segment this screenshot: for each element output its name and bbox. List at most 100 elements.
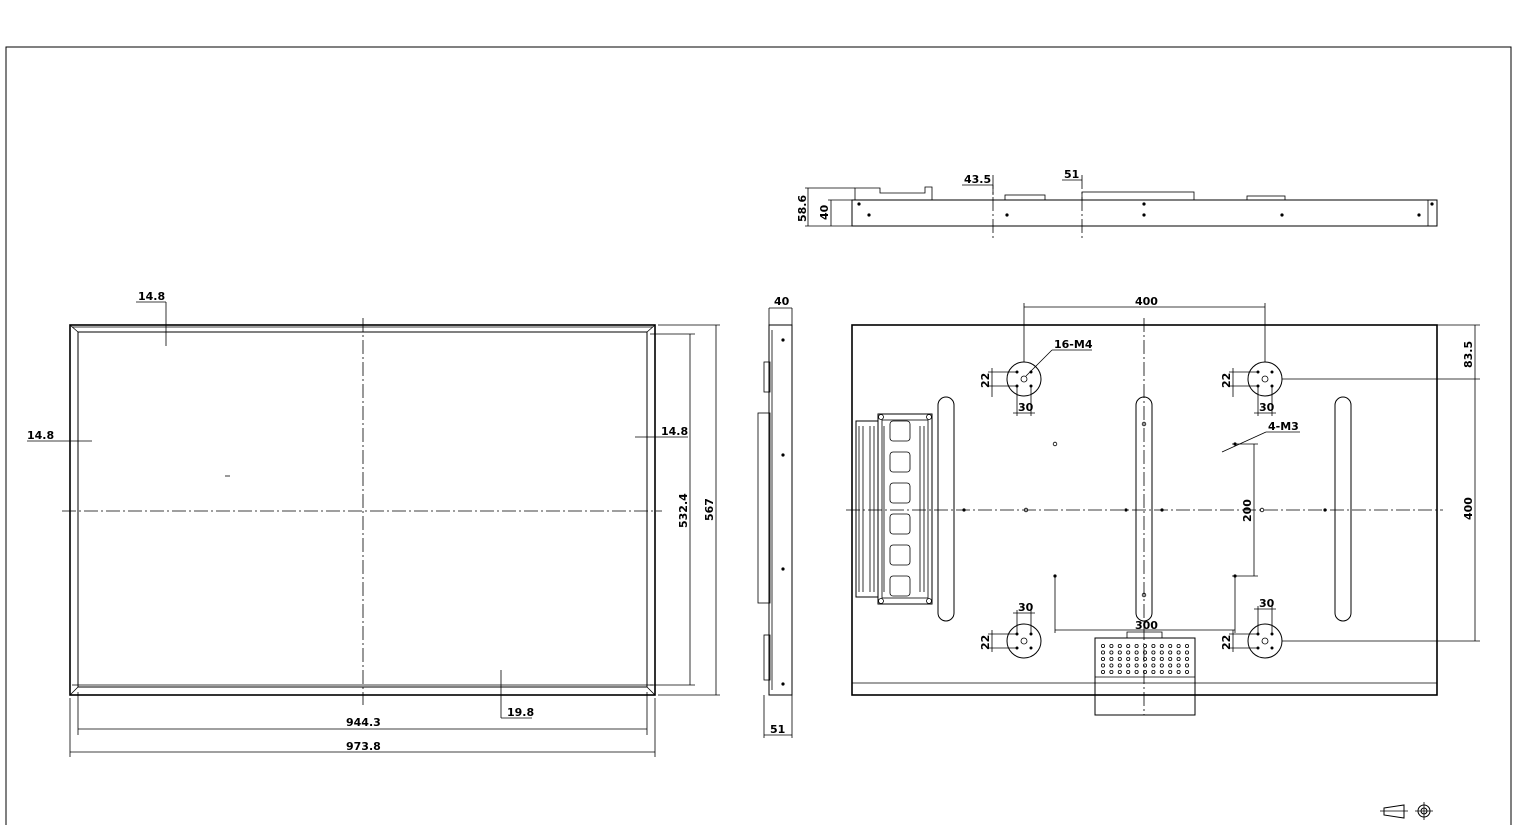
vent-hole: [1151, 657, 1156, 662]
vent-hole: [1159, 663, 1164, 668]
vent-hole: [1185, 663, 1190, 668]
vent-hole: [1176, 644, 1181, 649]
vent-hole: [1176, 657, 1181, 662]
vent-hole: [1185, 650, 1190, 655]
dim-rear-vesa-vertical: 400: [1462, 497, 1475, 520]
dim-boss-width-bl: 30: [1018, 601, 1034, 614]
vent-hole: [1109, 663, 1114, 668]
vent-hole: [1159, 670, 1164, 675]
vent-hole: [1101, 650, 1106, 655]
vent-hole: [1143, 670, 1148, 675]
top-view: 58.6 40 43.5 51: [796, 168, 1438, 240]
vent-hole: [1101, 663, 1106, 668]
dim-boss-height-bl: 22: [979, 635, 992, 650]
sheet-border: [5, 46, 1512, 825]
vent-hole: [1117, 650, 1122, 655]
vent-hole: [1126, 670, 1131, 675]
vent-hole: [1109, 644, 1114, 649]
dim-rear-small-horizontal: 300: [1135, 619, 1158, 632]
dim-front-bezel-top: 14.8: [138, 290, 165, 303]
vent-hole: [1134, 644, 1139, 649]
dim-top-offset-a: 43.5: [964, 173, 991, 186]
vent-hole: [1134, 657, 1139, 662]
vesa-boss-top-left: [1006, 361, 1042, 397]
rear-slot-center: [1135, 396, 1153, 622]
vent-hole: [1143, 644, 1148, 649]
vent-hole: [1176, 663, 1181, 668]
side-profile: [768, 324, 793, 696]
rear-view: 400 400 83.5 16-M4 4-M3 200 300 22: [846, 295, 1480, 716]
front-outer-frame: [69, 324, 656, 696]
dim-rear-vesa-horizontal: 400: [1135, 295, 1158, 308]
rear-vent-box: [1094, 631, 1196, 716]
dim-boss-height-tr: 22: [1220, 373, 1233, 388]
dim-front-bezel-right: 14.8: [661, 425, 688, 438]
dim-rear-top-offset: 83.5: [1462, 341, 1475, 368]
side-view: 40 51: [757, 295, 793, 738]
front-bezel-inner: [77, 331, 648, 688]
vent-hole: [1109, 650, 1114, 655]
dim-top-offset-b: 51: [1064, 168, 1079, 181]
vent-hole: [1117, 644, 1122, 649]
vent-hole: [1151, 644, 1156, 649]
dim-front-outer-width: 973.8: [346, 740, 381, 753]
vent-hole: [1109, 657, 1114, 662]
vent-hole: [1101, 644, 1106, 649]
vent-hole: [1159, 644, 1164, 649]
vent-hole: [1185, 670, 1190, 675]
vent-hole: [1168, 670, 1173, 675]
vent-hole: [1151, 663, 1156, 668]
dim-front-inner-height: 532.4: [677, 493, 690, 528]
dim-boss-width-tl: 30: [1018, 401, 1034, 414]
vent-hole: [1176, 650, 1181, 655]
label-screw-m3: 4-M3: [1268, 420, 1299, 433]
front-view: 14.8 14.8 14.8 19.8 944.3 973.8 532.4 56…: [27, 290, 720, 757]
vesa-boss-top-right: [1247, 361, 1283, 397]
rear-connector-bracket: [855, 413, 933, 605]
rear-slot-right: [1334, 396, 1352, 622]
vesa-boss-bottom-left: [1006, 623, 1042, 659]
vent-hole: [1101, 670, 1106, 675]
vent-hole: [1117, 663, 1122, 668]
projection-symbol-icon: [1380, 802, 1433, 820]
label-screw-m4: 16-M4: [1054, 338, 1093, 351]
vent-hole: [1143, 650, 1148, 655]
dim-top-total-depth: 58.6: [796, 195, 809, 222]
dim-front-inner-width: 944.3: [346, 716, 381, 729]
vesa-boss-bottom-right: [1247, 623, 1283, 659]
dim-boss-height-tl: 22: [979, 373, 992, 388]
vent-hole: [1159, 650, 1164, 655]
dim-front-outer-height: 567: [703, 498, 716, 521]
vent-hole: [1126, 663, 1131, 668]
dim-rear-small-vertical: 200: [1241, 499, 1254, 522]
vent-hole: [1151, 650, 1156, 655]
vent-hole: [1176, 670, 1181, 675]
dim-front-bezel-bottom: 19.8: [507, 706, 534, 719]
vent-hole: [1126, 657, 1131, 662]
dim-front-bezel-left: 14.8: [27, 429, 54, 442]
vent-hole: [1168, 657, 1173, 662]
vent-hole: [1185, 657, 1190, 662]
vent-hole: [1143, 657, 1148, 662]
vent-hole: [1117, 670, 1122, 675]
rear-slot-left: [937, 396, 955, 622]
dim-boss-width-br: 30: [1259, 597, 1275, 610]
vent-hole: [1126, 644, 1131, 649]
vent-hole: [1151, 670, 1156, 675]
vent-hole: [1134, 650, 1139, 655]
dim-top-frame-depth: 40: [818, 204, 831, 220]
vent-hole: [1134, 670, 1139, 675]
vent-hole: [1109, 670, 1114, 675]
vent-hole: [1168, 650, 1173, 655]
dim-boss-width-tr: 30: [1259, 401, 1275, 414]
vent-hole: [1185, 644, 1190, 649]
vent-hole: [1168, 644, 1173, 649]
vent-hole: [1117, 657, 1122, 662]
vent-hole: [1159, 657, 1164, 662]
vent-hole: [1143, 663, 1148, 668]
vent-hole: [1134, 663, 1139, 668]
dim-side-depth-top: 40: [774, 295, 790, 308]
vent-hole: [1126, 650, 1131, 655]
dim-side-depth-bottom: 51: [770, 723, 785, 736]
